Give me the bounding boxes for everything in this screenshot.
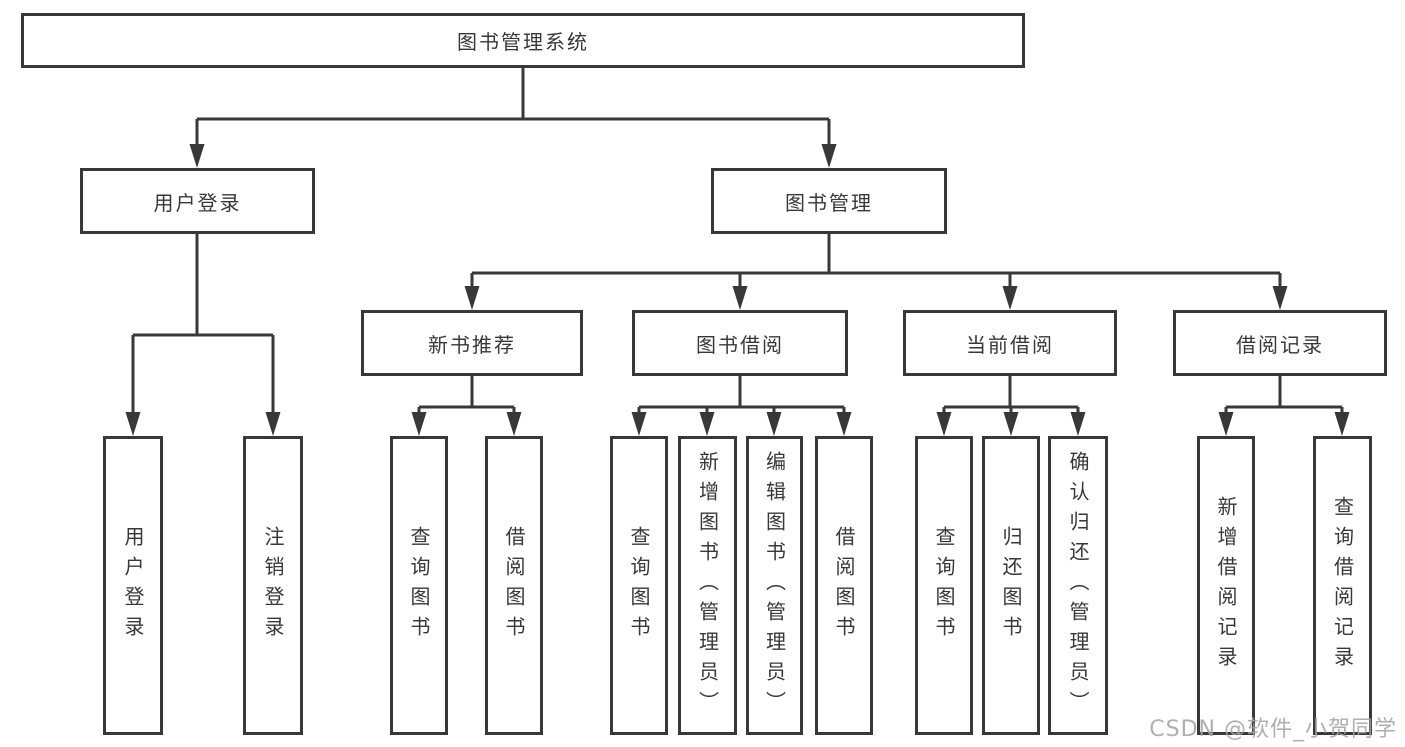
watermark: CSDN @软件_小贺同学 <box>1149 717 1397 742</box>
leaf-query-borrow-record-label: 查询借阅记录 <box>1330 495 1355 676</box>
leaf-confirm-return-admin-label: 确认归还（管理员） <box>1066 450 1090 721</box>
leaf-return-books: 归还图书 <box>982 436 1040 735</box>
leaf-logout: 注销登录 <box>243 436 303 735</box>
leaf-query-borrow-record: 查询借阅记录 <box>1313 436 1372 735</box>
leaf-edit-book-admin-label: 编辑图书（管理员） <box>762 450 787 721</box>
leaf-user-login: 用户登录 <box>103 436 163 735</box>
leaf-query-books-current: 查询图书 <box>915 436 973 735</box>
leaf-query-books-recommend-label: 查询图书 <box>407 525 431 646</box>
leaf-borrow-books-recommend: 借阅图书 <box>485 436 543 735</box>
node-borrowing-records-label: 借阅记录 <box>1236 332 1324 357</box>
node-book-borrowing: 图书借阅 <box>632 310 848 376</box>
leaf-add-borrow-record: 新增借阅记录 <box>1197 436 1255 735</box>
leaf-borrow-books-borrowing: 借阅图书 <box>815 436 873 735</box>
leaf-add-book-admin: 新增图书（管理员） <box>678 436 737 735</box>
node-library-system: 图书管理系统 <box>21 13 1025 68</box>
node-book-management-label: 图书管理 <box>785 190 873 215</box>
node-borrowing-records: 借阅记录 <box>1173 310 1387 376</box>
leaf-user-login-label: 用户登录 <box>121 525 145 646</box>
node-book-borrowing-label: 图书借阅 <box>696 332 784 357</box>
node-current-borrowing-label: 当前借阅 <box>966 332 1054 357</box>
leaf-borrow-books-recommend-label: 借阅图书 <box>502 525 526 646</box>
leaf-query-books-recommend: 查询图书 <box>390 436 448 735</box>
node-library-system-label: 图书管理系统 <box>457 30 589 54</box>
node-book-management: 图书管理 <box>711 168 947 234</box>
node-new-book-recommend-label: 新书推荐 <box>428 332 516 357</box>
leaf-confirm-return-admin: 确认归还（管理员） <box>1048 436 1108 735</box>
leaf-return-books-label: 归还图书 <box>999 525 1023 646</box>
node-new-book-recommend: 新书推荐 <box>361 310 583 376</box>
leaf-add-borrow-record-label: 新增借阅记录 <box>1214 495 1238 676</box>
node-user-login-label: 用户登录 <box>153 190 242 215</box>
node-user-login: 用户登录 <box>80 168 315 234</box>
leaf-logout-label: 注销登录 <box>261 525 285 646</box>
node-current-borrowing: 当前借阅 <box>903 310 1117 376</box>
leaf-edit-book-admin: 编辑图书（管理员） <box>746 436 803 735</box>
leaf-query-books-borrowing-label: 查询图书 <box>627 525 651 646</box>
leaf-query-books-borrowing: 查询图书 <box>610 436 668 735</box>
leaf-query-books-current-label: 查询图书 <box>932 525 956 646</box>
leaf-add-book-admin-label: 新增图书（管理员） <box>695 450 720 721</box>
leaf-borrow-books-borrowing-label: 借阅图书 <box>832 525 856 646</box>
